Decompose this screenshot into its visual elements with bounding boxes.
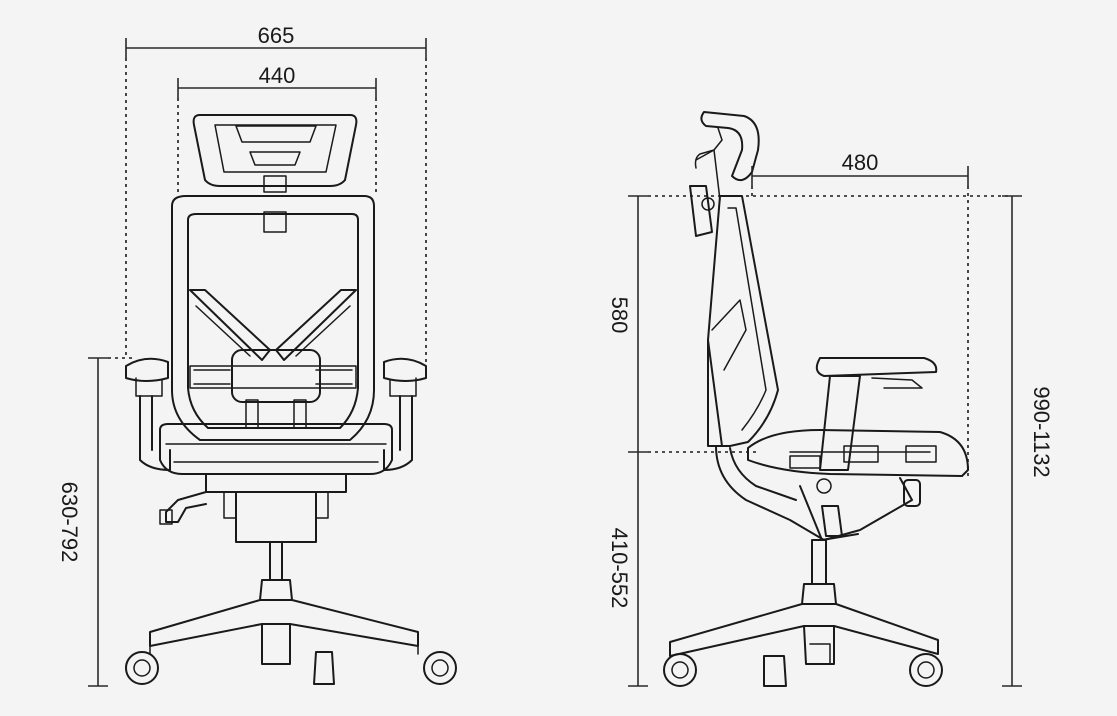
side-armrest: [815, 357, 938, 471]
dimension-backrest-width: 440: [177, 63, 377, 196]
front-armrests: [125, 357, 427, 471]
front-mechanism: [159, 473, 347, 543]
front-headrest: [192, 114, 358, 193]
front-seat: [159, 423, 393, 475]
label-overall-height: 990-1132: [1029, 386, 1054, 477]
side-mechanism: [715, 445, 921, 541]
dimension-overall-height: 990-1132: [1002, 195, 1054, 687]
dimension-seat-height: 410-552: [607, 452, 648, 687]
dimension-overall-width: 665: [125, 23, 427, 378]
side-view-chair: [663, 111, 969, 687]
side-seat: [747, 429, 969, 477]
side-backrest: [707, 195, 779, 447]
front-base: [125, 541, 457, 685]
dimension-armrest-height: 630-792: [57, 357, 136, 687]
label-overall-width: 665: [258, 23, 295, 48]
label-backrest-height: 580: [607, 297, 632, 334]
side-headrest: [689, 111, 760, 237]
label-backrest-width: 440: [259, 63, 296, 88]
front-backrest: [171, 195, 375, 441]
side-base: [663, 539, 943, 687]
front-view-chair: [125, 114, 457, 685]
dimension-seat-depth: 480: [751, 150, 969, 476]
label-seat-height: 410-552: [607, 528, 632, 609]
dimension-backrest-height: 580: [607, 195, 1010, 453]
label-armrest-height: 630-792: [57, 482, 82, 563]
label-seat-depth: 480: [842, 150, 879, 175]
